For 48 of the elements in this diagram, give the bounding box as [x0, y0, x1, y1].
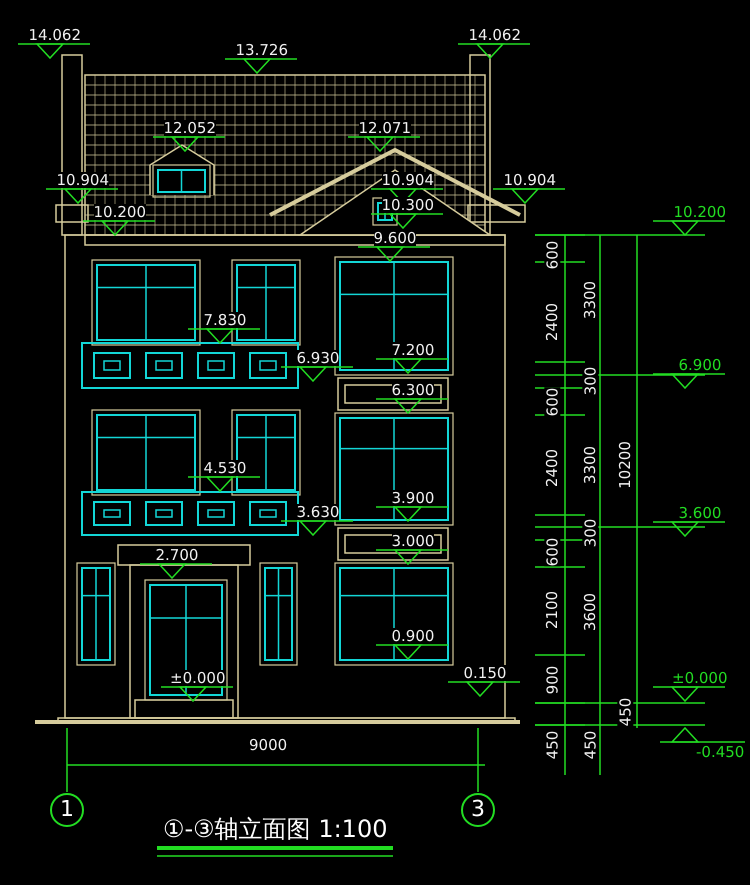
elevation-label: 7.200 — [392, 342, 434, 358]
elevation-label: 7.830 — [204, 312, 246, 328]
dimension-text: 600 — [544, 240, 560, 270]
dimension-text: 300 — [582, 366, 598, 396]
elevation-label: 14.062 — [28, 27, 81, 43]
elevation-label: 14.062 — [468, 27, 521, 43]
dimension-text: 300 — [582, 518, 598, 548]
elevation-label: 0.900 — [392, 628, 434, 644]
dimension-text: 3300 — [582, 446, 598, 484]
dimension-text: 3300 — [582, 280, 598, 320]
dimension-text: 600 — [544, 388, 560, 416]
dimension-text: 2400 — [544, 448, 560, 488]
elevation-label: 10.300 — [382, 197, 434, 213]
elevation-label: 6.900 — [678, 357, 722, 373]
elevation-label: 12.052 — [164, 120, 216, 136]
elevation-label: 9.600 — [374, 230, 416, 246]
dimension-text: 900 — [544, 666, 560, 694]
dimension-text: 10200 — [616, 441, 633, 489]
elevation-label: ±0.000 — [170, 670, 226, 686]
elevation-label: 10.200 — [94, 204, 146, 220]
dimension-text: 600 — [544, 538, 560, 566]
elevation-label: 2.700 — [156, 547, 198, 563]
elevation-label: 10.904 — [504, 172, 556, 188]
dimension-text: 450 — [616, 698, 633, 726]
elevation-label: 3.630 — [296, 504, 340, 520]
elevation-label: 3.900 — [392, 490, 434, 506]
elevation-label: 6.930 — [296, 350, 340, 366]
axis-bubble: 1 — [50, 793, 84, 827]
elevation-label: 13.726 — [236, 42, 288, 58]
dimension-text: 450 — [582, 730, 598, 760]
elevation-label: 12.071 — [358, 120, 411, 136]
elevation-label: 3.600 — [678, 505, 722, 521]
elevation-label: -0.450 — [696, 744, 744, 760]
elevation-label: 0.150 — [464, 665, 506, 681]
drawing-title: ①-③轴立面图 1:100 — [163, 815, 388, 843]
elevation-label: 6.300 — [392, 382, 434, 398]
dimension-text: 450 — [544, 730, 560, 760]
dimension-text: 2400 — [544, 302, 560, 342]
elevation-label: 3.000 — [392, 533, 434, 549]
elevation-label: ±0.000 — [672, 670, 728, 686]
elevation-label: 10.904 — [382, 172, 434, 188]
elevation-label: 10.200 — [674, 204, 726, 220]
elevation-label: 4.530 — [204, 460, 246, 476]
axis-bubble: 3 — [461, 793, 495, 827]
dimension-text: 3600 — [582, 592, 598, 632]
elevation-label: 10.904 — [56, 172, 109, 188]
dimension-text: 2100 — [544, 590, 560, 630]
dimension-text: 9000 — [249, 737, 288, 753]
